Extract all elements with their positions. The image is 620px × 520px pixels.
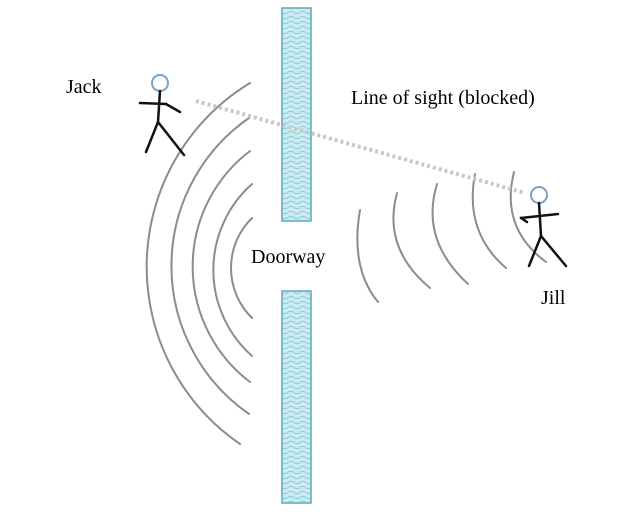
line-of-sight	[195, 99, 526, 195]
upper-wall	[281, 7, 312, 222]
jack-figure-icon	[138, 74, 186, 157]
line-of-sight-label: Line of sight (blocked)	[351, 87, 535, 109]
right-wave-1	[356, 209, 379, 303]
left-wave-5	[145, 82, 251, 445]
jill-figure-icon	[519, 186, 568, 268]
left-wave-4	[170, 117, 250, 415]
doorway-label: Doorway	[251, 246, 326, 268]
jill-label: Jill	[541, 287, 566, 309]
left-wave-1	[229, 217, 253, 319]
left-wave-2	[212, 183, 253, 357]
left-sound-waves	[145, 82, 253, 445]
right-wave-2	[392, 192, 431, 289]
left-wave-3	[191, 150, 251, 383]
right-wave-3	[431, 183, 469, 285]
right-wave-4	[471, 173, 507, 269]
right-sound-waves	[356, 171, 547, 303]
jack-label: Jack	[66, 76, 102, 98]
right-wave-5	[509, 171, 547, 263]
lower-wall	[281, 290, 312, 504]
